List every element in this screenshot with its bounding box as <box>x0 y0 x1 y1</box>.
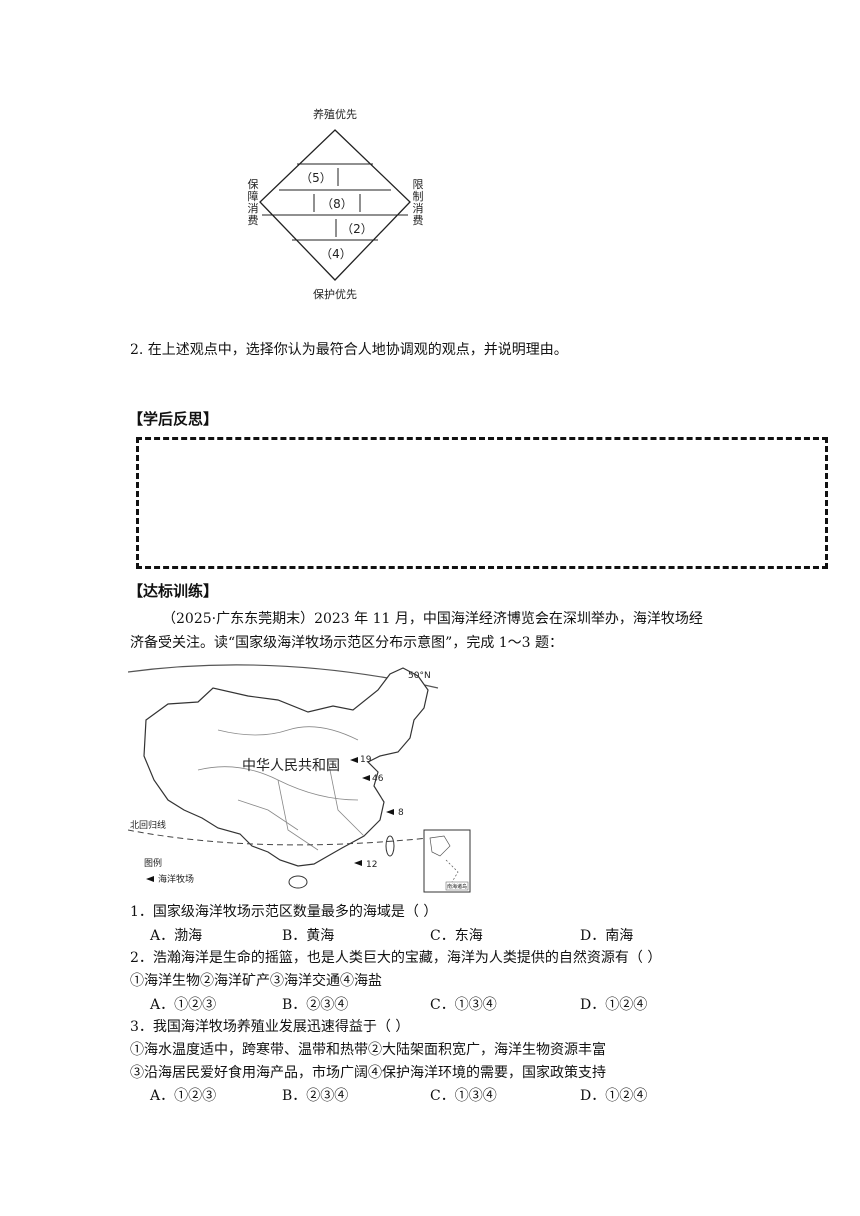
q2-option-b[interactable]: B．②③④ <box>282 997 349 1013</box>
q1-option-b[interactable]: B．黄海 <box>282 928 335 944</box>
ranch-marker-bohai: 19 <box>350 755 372 765</box>
question-2-extra: ①海洋生物②海洋矿产③海洋交通④海盐 <box>130 973 382 989</box>
question-2-text: 2. 在上述观点中，选择你认为最符合人地协调观的观点，并说明理由。 <box>130 342 568 358</box>
q2-option-d[interactable]: D．①②④ <box>580 997 648 1013</box>
map-50n-label: 50°N <box>408 671 431 681</box>
q2-option-a[interactable]: A．①②③ <box>150 997 217 1013</box>
map-country-label: 中华人民共和国 <box>242 758 340 774</box>
intro-line-1: （2025·广东东莞期末）2023 年 11 月，中国海洋经济博览会在深圳举办，… <box>162 611 703 627</box>
q3-option-c[interactable]: C．①③④ <box>430 1088 497 1104</box>
ranch-marker-huanghai: 46 <box>362 774 384 784</box>
ranch-marker-nanhai: 12 <box>354 860 377 870</box>
consumption-diagram: 养殖优先 保护优先 保障消费 限制消费 （5） （8） （2） （4） <box>248 107 424 301</box>
diagram-cell-4: （4） <box>320 247 352 261</box>
map-tropic-label: 北回归线 <box>130 819 166 831</box>
diagram-cell-5: （5） <box>300 171 332 185</box>
q3-option-d[interactable]: D．①②④ <box>580 1088 648 1104</box>
map-legend-title: 图例 <box>144 857 162 869</box>
question-3-stem: 3．我国海洋牧场养殖业发展迅速得益于（ ） <box>130 1019 410 1035</box>
ranch-marker-donghai: 8 <box>386 808 404 818</box>
q1-option-d[interactable]: D．南海 <box>580 928 634 944</box>
training-title: 【达标训练】 <box>128 582 219 600</box>
reflection-title: 【学后反思】 <box>128 410 219 428</box>
q2-option-c[interactable]: C．①③④ <box>430 997 497 1013</box>
diagram-cell-2: （2） <box>341 222 373 236</box>
diagram-diamond <box>259 129 411 281</box>
ranch-count-19: 19 <box>360 755 372 765</box>
diagram-right-label: 限制消费 <box>413 178 424 227</box>
q1-option-c[interactable]: C．东海 <box>430 928 483 944</box>
q3-option-b[interactable]: B．②③④ <box>282 1088 349 1104</box>
ranch-count-8: 8 <box>398 808 404 818</box>
china-map: 19 46 8 12 中华人民共和国 50°N 北回归线 图例 海洋牧场 南海诸… <box>128 660 474 896</box>
q3-option-a[interactable]: A．①②③ <box>150 1088 217 1104</box>
ranch-count-46: 46 <box>372 774 384 784</box>
ranch-count-12: 12 <box>366 860 377 870</box>
diagram-top-label: 养殖优先 <box>313 107 357 121</box>
intro-line-2: 济备受关注。读“国家级海洋牧场示范区分布示意图”，完成 1～3 题： <box>130 635 564 651</box>
reflection-box[interactable] <box>136 437 828 569</box>
diagram-cell-8: （8） <box>321 197 353 211</box>
diagram-left-label: 保障消费 <box>248 177 259 227</box>
map-legend-item: 海洋牧场 <box>158 873 194 885</box>
legend-ranch-icon <box>146 876 154 882</box>
diagram-bottom-label: 保护优先 <box>313 287 357 301</box>
question-3-extra-2: ③沿海居民爱好食用海产品，市场广阔④保护海洋环境的需要，国家政策支持 <box>130 1065 606 1081</box>
tropic-of-cancer-line <box>128 829 429 846</box>
south-china-sea-inset: 南海诸岛 <box>423 829 471 893</box>
china-outline <box>143 667 429 867</box>
question-3-extra-1: ①海水温度适中，跨寒带、温带和热带②大陆架面积宽广，海洋生物资源丰富 <box>130 1042 606 1058</box>
question-1-stem: 1．国家级海洋牧场示范区数量最多的海域是（ ） <box>130 904 438 920</box>
q1-option-a[interactable]: A．渤海 <box>150 928 203 944</box>
inset-label: 南海诸岛 <box>447 883 467 890</box>
question-2-stem: 2．浩瀚海洋是生命的摇篮，也是人类巨大的宝藏，海洋为人类提供的自然资源有（ ） <box>130 950 662 966</box>
